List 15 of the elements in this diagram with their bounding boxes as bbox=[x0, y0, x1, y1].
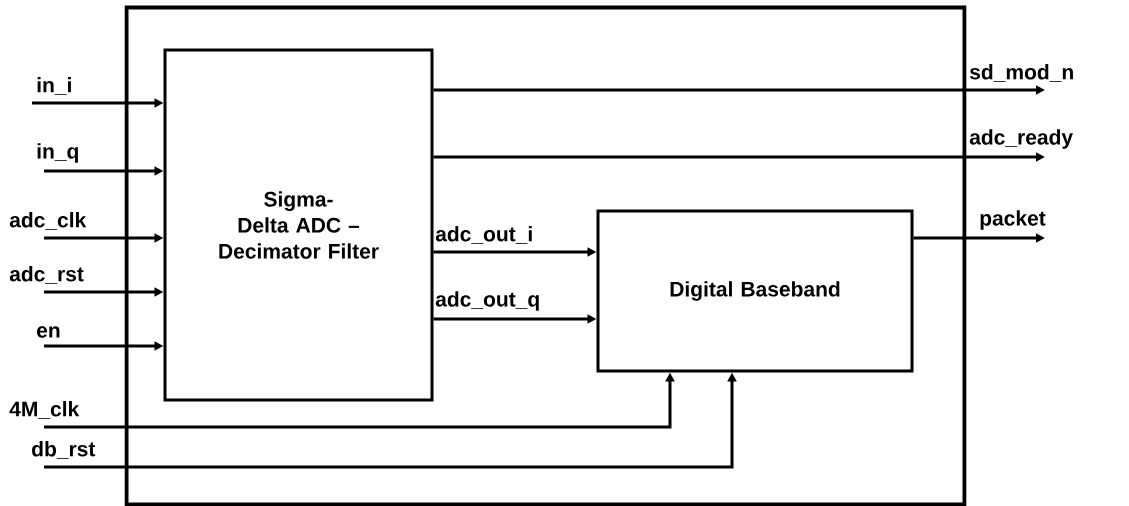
system-box bbox=[124, 5, 967, 506]
signal-label: in_q bbox=[35, 142, 81, 164]
signal-label: adc_ready bbox=[968, 128, 1075, 150]
signal-label: sd_mod_n bbox=[968, 63, 1076, 83]
signal-label: 4M_clk bbox=[8, 400, 81, 420]
signal-label: packet bbox=[978, 209, 1047, 231]
block-box: Sigma-Delta ADC – Decimator Filter bbox=[163, 48, 434, 402]
block-box: Digital Baseband bbox=[596, 209, 914, 373]
signal-label: adc_rst bbox=[8, 265, 85, 285]
signal-label: adc_out_i bbox=[434, 225, 535, 245]
signal-label: adc_out_q bbox=[434, 290, 542, 312]
signal-label: db_rst bbox=[30, 440, 97, 460]
signal-label: in_i bbox=[35, 76, 74, 96]
signal-label: adc_clk bbox=[8, 211, 88, 231]
signal-label: en bbox=[35, 325, 62, 339]
